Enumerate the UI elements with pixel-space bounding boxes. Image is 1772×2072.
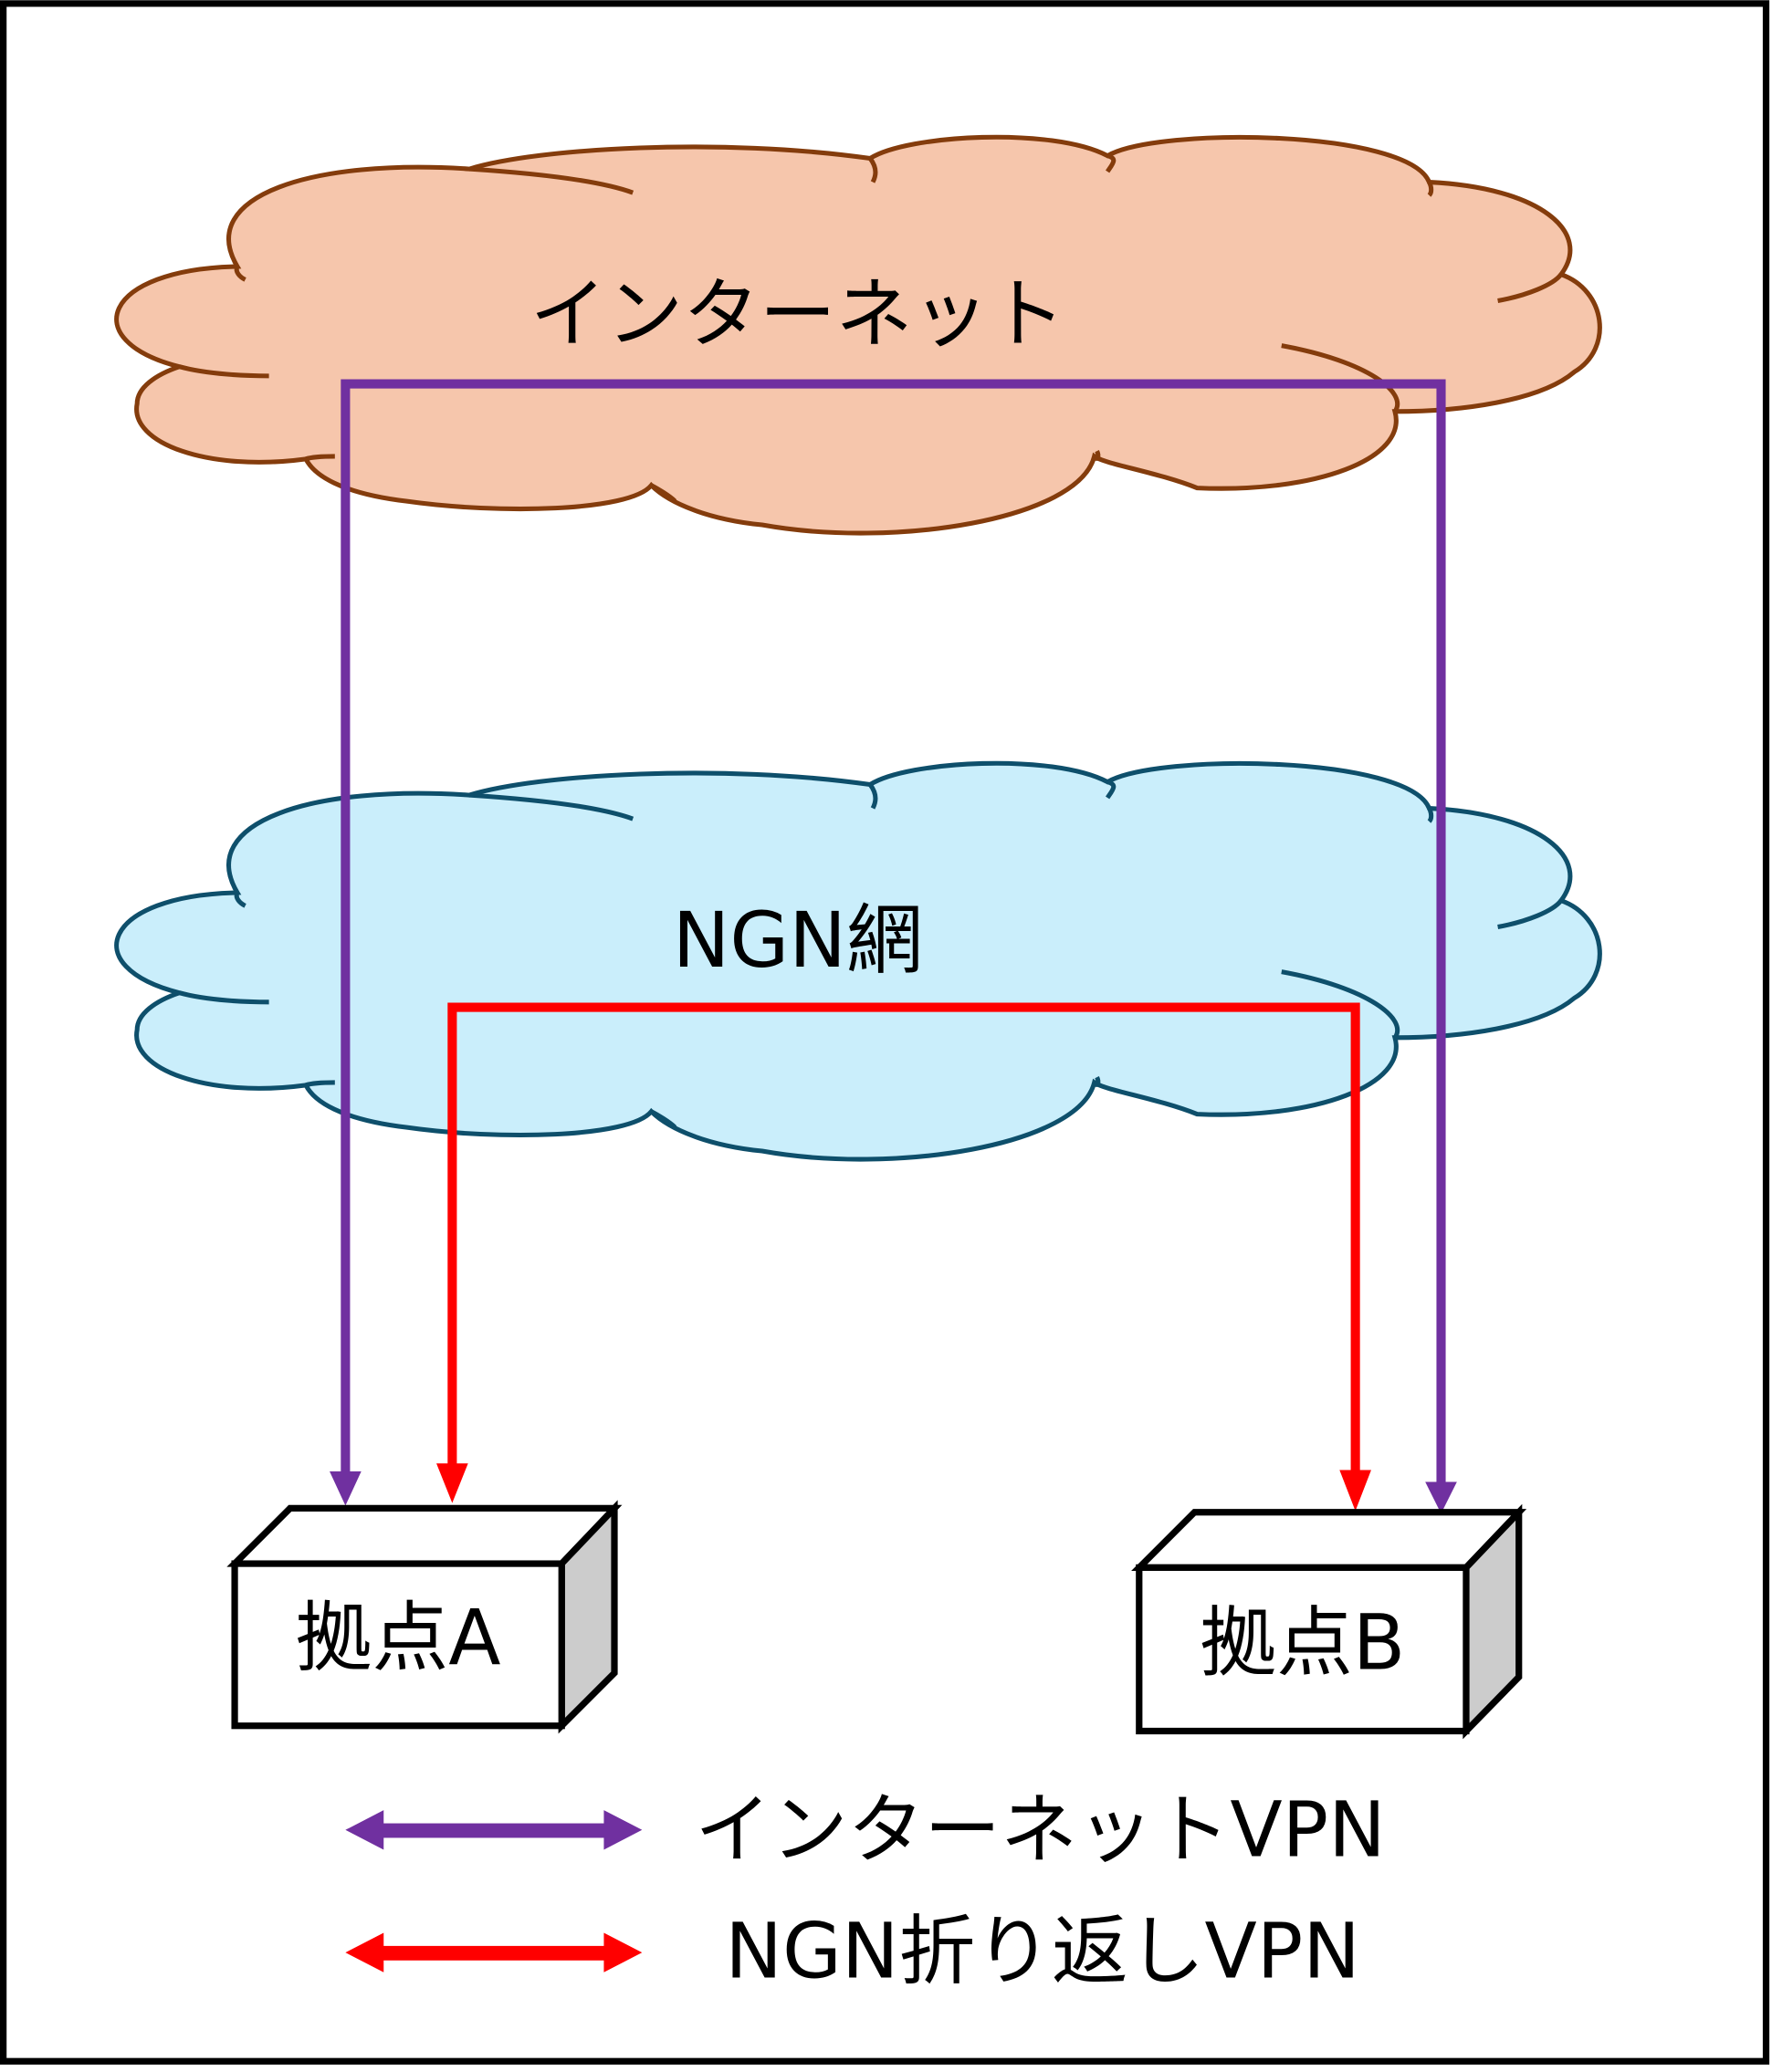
internet-vpn-arrowhead-a: [330, 1470, 362, 1506]
internet-vpn-connection: [330, 379, 1457, 1514]
legend-double-arrow-icon: [345, 1932, 643, 1973]
site-a-label: 拠点A: [296, 1593, 501, 1682]
site-b-label: 拠点B: [1200, 1598, 1405, 1688]
internet-vpn-arrowhead-b: [1425, 1481, 1457, 1514]
legend-item-internet-vpn: インターネットVPN: [345, 1785, 1386, 1875]
legend: インターネットVPN NGN折り返しVPN: [345, 1785, 1386, 1996]
site-b-front-face: [1136, 1564, 1470, 1735]
site-a-top-face: [226, 1504, 623, 1567]
ngn-loopback-vpn-arrowhead-b: [1339, 1470, 1371, 1512]
ngn-loopback-vpn-line: [447, 1002, 1360, 1474]
site-a-front-face: [231, 1560, 565, 1730]
ngn-cloud-label: NGN網: [673, 895, 923, 985]
site-b-box: 拠点B: [1131, 1503, 1527, 1740]
internet-vpn-line: [341, 379, 1446, 1482]
legend-item-ngn-loopback-vpn: NGN折り返しVPN: [345, 1907, 1360, 1996]
ngn-loopback-vpn-connection: [436, 1002, 1371, 1512]
legend-label-internet-vpn: インターネットVPN: [695, 1785, 1386, 1875]
ngn-loopback-vpn-arrowhead-a: [436, 1463, 468, 1503]
site-a-box: 拠点A: [226, 1500, 623, 1734]
internet-cloud: [114, 134, 1602, 536]
internet-cloud-label: インターネット: [530, 269, 1065, 359]
site-b-top-face: [1131, 1509, 1527, 1572]
ngn-cloud: [114, 760, 1602, 1162]
legend-label-ngn-loopback-vpn: NGN折り返しVPN: [725, 1907, 1360, 1996]
legend-double-arrow-icon: [345, 1810, 643, 1850]
